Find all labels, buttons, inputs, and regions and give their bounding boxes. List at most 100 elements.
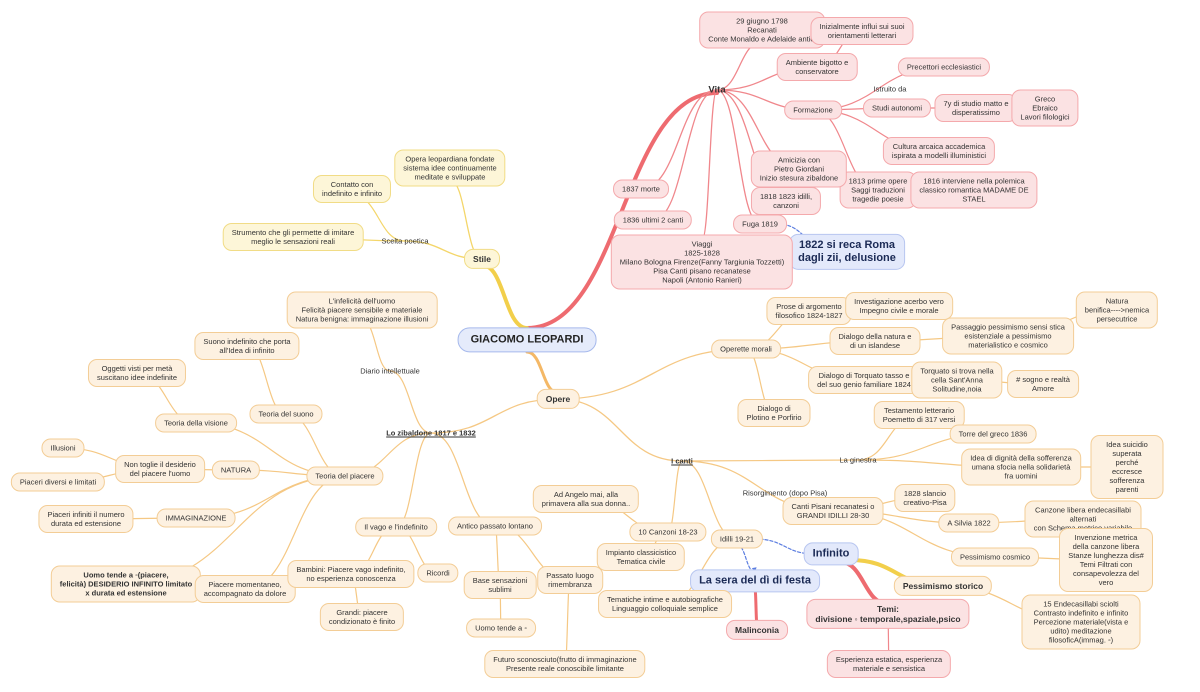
passaggio-node[interactable]: Passaggio pessimismo sensi stica esisten… [942,317,1074,355]
piacere-momentaneo-node[interactable]: Piacere momentaneo, accompagnato da dolo… [194,575,296,603]
vita-1813-node[interactable]: 1813 prime opere Saggi traduzioni traged… [839,171,917,209]
slancio-node[interactable]: 1828 slancio creativo-Pisa [894,484,956,512]
canti-topic[interactable]: I canti [671,456,693,466]
idea-dignita-node[interactable]: Idea di dignità della sofferenza umana s… [961,448,1081,486]
central-topic[interactable]: GIACOMO LEOPARDI [457,327,597,353]
diario-label: Diario intellettuale [360,366,420,376]
edge-center-stile [480,263,529,330]
passato-node[interactable]: Passato luogo rimembranza [537,566,603,594]
vita-fuga-node[interactable]: Fuga 1819 [733,214,787,234]
teoria-piacere-node[interactable]: Teoria del piacere [306,466,384,486]
stile-scelta-label[interactable]: Scelta poetica [381,236,429,246]
canzoni10-node[interactable]: 10 Canzoni 18-23 [629,522,707,542]
oggetti-node[interactable]: Oggetti visti per metà suscitano idee in… [87,359,187,387]
vita-formazione-node[interactable]: Formazione [784,100,842,120]
ginestra-label[interactable]: La ginestra [839,455,877,465]
vita-studio7-node[interactable]: 7y di studio matto e disperatissimo [934,94,1018,122]
testamento-node[interactable]: Testamento letterario Poemetto di 317 ve… [873,401,965,429]
invenzione-node[interactable]: Invenzione metrica della canzone libera … [1059,528,1153,592]
dialogo-tasso-node[interactable]: Dialogo di Torquato tasso e del suo geni… [808,366,920,394]
base-sensazioni-node[interactable]: Base sensazioni sublimi [463,571,537,599]
zibaldone-topic[interactable]: Lo zibaldone 1817 e 1832 [386,428,476,438]
vita-ambiente-node[interactable]: Ambiente bigotto e conservatore [776,53,858,81]
angelo-node[interactable]: Ad Angelo mai, alla primavera alla sua d… [532,485,640,513]
impianto-node[interactable]: Impianto classicistico Tematica civile [596,543,686,571]
prose-node[interactable]: Prose di argomento filosofico 1824-1827 [766,297,852,325]
vita-lingue-node[interactable]: Greco Ebraico Lavori filologici [1011,89,1079,127]
sera-node[interactable]: La sera del dì di festa [690,569,820,593]
vita-1818-node[interactable]: 1818 1823 idilli, canzoni [750,187,822,215]
suono-indefinito-node[interactable]: Suono indefinito che porta all'Idea di i… [194,332,300,360]
sogno-node[interactable]: # sogno e realtà Amore [1007,370,1079,398]
stile-contatto-node[interactable]: Contatto con indefinito e infinito [312,175,392,203]
edge-vita-8 [701,89,718,241]
pessimismo-storico-node[interactable]: Pessimismo storico [893,575,993,597]
grandi-node[interactable]: Grandi: piacere condizionato è finito [319,603,405,631]
uomo-tende2-node[interactable]: Uomo tende a ◦ [466,618,536,638]
torre-node[interactable]: Torre del greco 1836 [949,424,1037,444]
dialogo-natura-node[interactable]: Dialogo della natura e di un islandese [829,327,921,355]
vita-viaggi-node[interactable]: Viaggi 1825-1828 Milano Bologna Firenze(… [610,234,794,290]
vita-1816-node[interactable]: 1816 interviene nella polemica classico … [910,171,1038,209]
risorgimento-label[interactable]: Risorgimento (dopo Pisa) [742,488,828,498]
infelicita-node[interactable]: L'infelicità dell'uomo Felicità piacere … [286,291,438,329]
edge-zibaldone-antico [430,432,496,527]
vita-amicizia-node[interactable]: Amicizia con Pietro Giordani Inizio stes… [750,150,848,188]
esperienza-node[interactable]: Esperienza estatica, esperienza material… [826,650,952,678]
vita-istruito-label: Istruito da [873,84,907,94]
malinconia-node[interactable]: Malinconia [726,619,788,641]
uomo-tende-node[interactable]: Uomo tende a ◦(piacere, felicità) DESIDE… [50,565,202,603]
endecasillabi-node[interactable]: 15 Endecasillabi sciolti Contrasto indef… [1021,594,1141,650]
vita-topic[interactable]: Vita [708,84,726,96]
silvia-node[interactable]: A Silvia 1822 [938,513,1000,533]
vita-influences-node[interactable]: Inizialmente influi sui suoi orientament… [810,17,914,45]
non-toglie-node[interactable]: Non toglie il desiderio del piacere l'uo… [115,455,205,483]
illusioni-node[interactable]: Illusioni [41,438,85,458]
antico-node[interactable]: Antico passato lontano [448,516,542,536]
edge-vita-0 [716,41,763,91]
edge-zibaldone-vago [395,432,432,528]
tematiche-node[interactable]: Tematiche intime e autobiografiche Lingu… [598,590,732,618]
futuro-node[interactable]: Futuro sconosciuto(frutto di immaginazio… [484,650,646,678]
edge-center-opere [525,350,560,395]
edge-canti-canzoni10 [667,460,683,533]
edge-canti-ginestra [681,459,859,462]
edge-stile-opera [449,179,483,260]
vita-birth-node[interactable]: 29 giugno 1798 Recanati Conte Monaldo e … [699,11,825,49]
natura-node[interactable]: Natura benifica---->nemica persecutrice [1075,291,1159,329]
teoria-suono-node[interactable]: Teoria del suono [249,404,323,424]
stile-strumento-node[interactable]: Strumento che gli permette di imitare me… [222,223,364,251]
temi-node[interactable]: Temi: divisione ◦ temporale,spaziale,psi… [806,598,970,630]
idea-suicidio-node[interactable]: Idea suicidio superata perché eccresce s… [1090,435,1164,499]
immaginazione-node[interactable]: IMMAGINAZIONE [156,508,236,528]
opere-topic[interactable]: Opere [536,388,580,410]
piaceri-diversi-node[interactable]: Piaceri diversi e limitati [10,472,106,492]
vago-node[interactable]: Il vago e l'indefinito [355,517,437,537]
vita-roma-node[interactable]: 1822 si reca Roma dagli zii, delusione [789,233,905,271]
canti-pisani-node[interactable]: Canti Pisani recanatesi o GRANDI IDILLI … [782,497,884,525]
pessimismo-cosmico-node[interactable]: Pessimismo cosmico [950,547,1040,567]
edge-idilli-sera [736,544,756,573]
operette-node[interactable]: Operette morali [711,339,781,359]
vita-precettori-node[interactable]: Precettori ecclesiastici [897,57,991,77]
infinito-node[interactable]: Infinito [803,542,859,566]
natura-node-z[interactable]: NATURA [211,460,261,480]
edge-opere-canti [557,398,683,462]
vita-cultura-node[interactable]: Cultura arcaica accademica ispirata a mo… [882,137,996,165]
stile-topic[interactable]: Stile [464,248,500,270]
investigazione-node[interactable]: Investigazione acerbo vero Impegno civil… [845,292,953,320]
torquato-node[interactable]: Torquato si trova nella cella Sant'Anna … [911,361,1003,399]
idilli-node[interactable]: Idilli 19-21 [710,529,764,549]
vita-ultimi-node[interactable]: 1836 ultimi 2 canti [613,210,693,230]
plotino-node[interactable]: Dialogo di Plotino e Porfirio [737,399,811,427]
teoria-visione-node[interactable]: Teoria della visione [155,413,237,433]
bambini-node[interactable]: Bambini: Piacere vago indefinito, no esp… [287,560,415,588]
ricordi-node[interactable]: Ricordi [417,563,459,583]
piaceri-infiniti-node[interactable]: Piaceri infiniti il numero durata ed est… [38,505,134,533]
edge-infinito-temi [838,560,890,606]
vita-morte-node[interactable]: 1837 morte [613,179,669,199]
vita-studi-node[interactable]: Studi autonomi [862,98,932,118]
edge-sera-malinconia [753,588,759,626]
stile-opera-node[interactable]: Opera leopardiana fondate sistema idee c… [394,149,506,187]
